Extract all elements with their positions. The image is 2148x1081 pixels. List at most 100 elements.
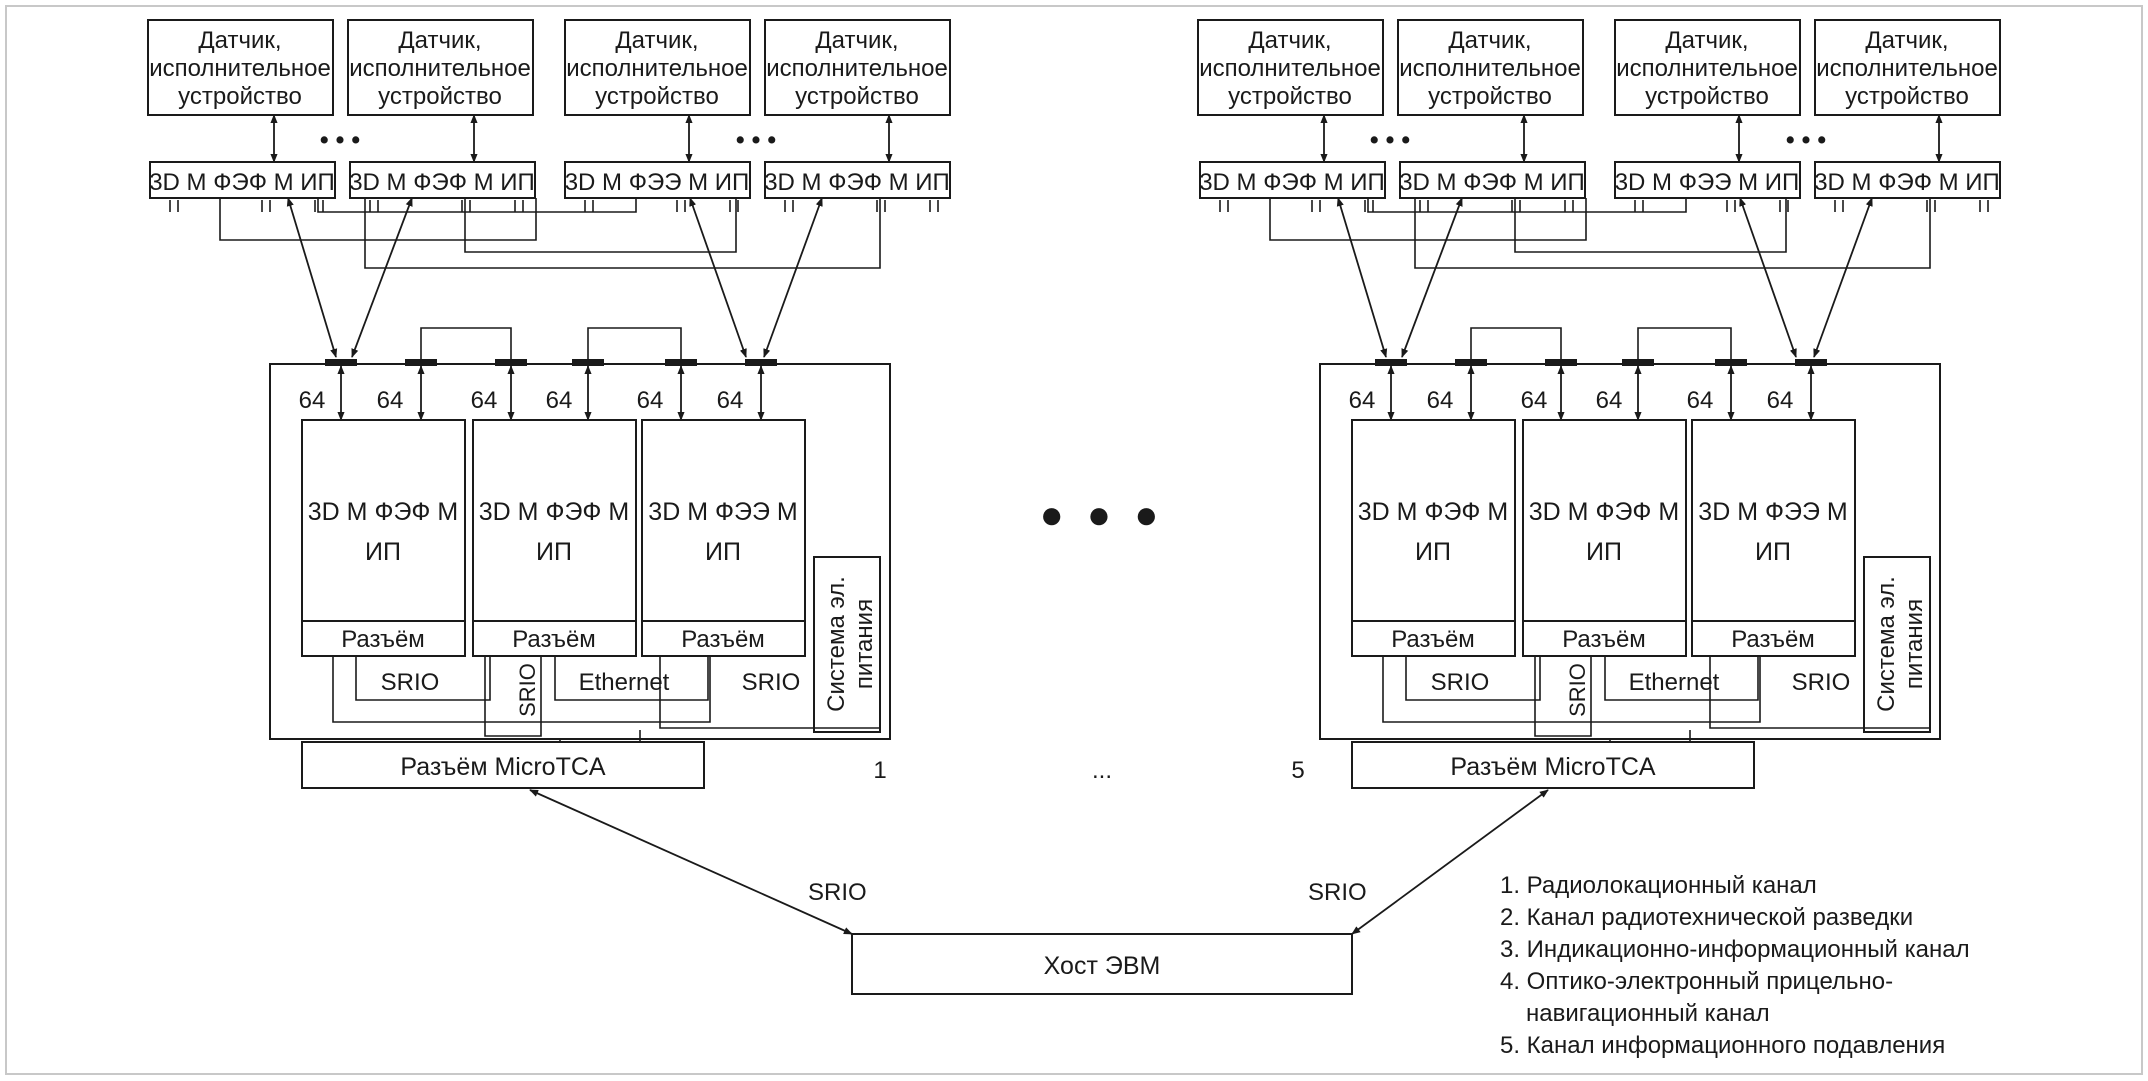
legend-item-5: 5. Канал информационного подавления (1500, 1032, 1945, 1059)
sensor-actuator-label: Датчик, (198, 27, 281, 54)
group-ellipsis: • • • (736, 126, 776, 154)
backplane-wire (1709, 656, 1930, 729)
module-chassis-link (286, 197, 338, 358)
chassis-5: Датчик,исполнительноеустройствоДатчик,ис… (1197, 19, 2001, 789)
legend-item-1: 1. Радиолокационный канал (1500, 872, 1817, 899)
bus-width-label: 64 (637, 387, 664, 414)
card-connector-label: Разъём (1731, 626, 1815, 653)
module-label: 3D М ФЭФ М ИП (1399, 169, 1585, 196)
sensor-actuator-box (1197, 19, 1384, 116)
sensor-actuator-label: устройство (178, 83, 302, 110)
processing-card-label: 3D М ФЭФ М (308, 498, 458, 526)
sensor-actuator-label: исполнительное (149, 55, 331, 82)
sensor-actuator-label: Датчик, (615, 27, 698, 54)
sensor-actuator-label: Датчик, (1865, 27, 1948, 54)
card-connector-label: Разъём (512, 626, 596, 653)
module-chassis-link (763, 197, 823, 358)
bus-width-label: 64 (717, 387, 744, 414)
connector-loopback (1470, 327, 1562, 359)
srio-link-internal (355, 656, 491, 701)
sensor-actuator-label: Датчик, (1448, 27, 1531, 54)
processing-card-label: 3D М ФЭЭ М (1698, 498, 1847, 526)
chassis-number: 5 (1291, 757, 1304, 784)
ethernet-link-internal (1604, 656, 1759, 701)
module-label: 3D М ФЭФ М ИП (1199, 169, 1385, 196)
diagram-frame (5, 5, 2143, 1075)
power-supply-label: Система эл. (1873, 576, 1900, 712)
backplane-wire (484, 656, 542, 737)
srio-internal-label: SRIO (1792, 669, 1851, 696)
sensor-actuator-label: исполнительное (1616, 55, 1798, 82)
module-label: 3D М ФЭЭ М ИП (1615, 169, 1800, 196)
bus-width-label: 64 (1427, 387, 1454, 414)
module-label: 3D М ФЭФ М ИП (349, 169, 535, 196)
processing-card (301, 419, 466, 657)
module-box (1199, 161, 1386, 199)
front-connector (1375, 359, 1407, 366)
processing-card-label: 3D М ФЭФ М (1358, 498, 1508, 526)
card-connector (1522, 620, 1687, 657)
module-chassis-link (1813, 197, 1873, 358)
backplane-wire (659, 656, 880, 729)
module-box (764, 161, 951, 199)
sensor-actuator-label: исполнительное (566, 55, 748, 82)
legend-item-3: 3. Индикационно-информационный канал (1500, 936, 1970, 963)
backplane-wire (332, 656, 711, 723)
module-chassis-link (689, 197, 747, 358)
srio-internal-label: SRIO (742, 669, 801, 696)
sensor-actuator-label: исполнительное (1816, 55, 1998, 82)
group-ellipsis: • • • (1370, 126, 1410, 154)
module-interconnect (1514, 198, 1787, 253)
module-box (564, 161, 751, 199)
power-supply-box (813, 556, 881, 733)
processing-card (472, 419, 637, 657)
sensor-actuator-label: исполнительное (766, 55, 948, 82)
front-connector (495, 359, 527, 366)
sensor-actuator-label: исполнительное (1399, 55, 1581, 82)
sensor-actuator-label: устройство (595, 83, 719, 110)
sensor-actuator-label: устройство (378, 83, 502, 110)
connector-loopback (420, 327, 512, 359)
card-connector (1351, 620, 1516, 657)
power-supply-label: питания (1901, 599, 1928, 689)
sensor-actuator-box (347, 19, 534, 116)
front-connector (325, 359, 357, 366)
processing-card-label: ИП (536, 538, 572, 566)
module-interconnect (1414, 198, 1931, 269)
front-connector (745, 359, 777, 366)
processing-card-label: ИП (1755, 538, 1791, 566)
processing-card-label: ИП (1586, 538, 1622, 566)
bus-width-label: 64 (1349, 387, 1376, 414)
bus-width-label: 64 (1687, 387, 1714, 414)
host-label: Хост ЭВМ (1044, 952, 1161, 980)
chassis-number-ellipsis: ... (1092, 757, 1112, 784)
module-label: 3D М ФЭФ М ИП (764, 169, 950, 196)
chassis-number: 1 (873, 757, 886, 784)
sensor-actuator-label: устройство (1845, 83, 1969, 110)
module-label: 3D М ФЭФ М ИП (149, 169, 335, 196)
legend-item-4: 4. Оптико-электронный прицельно- (1500, 968, 1893, 995)
group-ellipsis: • • • (1786, 126, 1826, 154)
module-box (1814, 161, 2001, 199)
sensor-actuator-box (1614, 19, 1801, 116)
bus-width-label: 64 (377, 387, 404, 414)
module-box (349, 161, 536, 199)
srio-internal-label: SRIO (1431, 669, 1490, 696)
front-connector (665, 359, 697, 366)
module-label: 3D М ФЭЭ М ИП (565, 169, 750, 196)
processing-card (1522, 419, 1687, 657)
ethernet-internal-label: Ethernet (579, 669, 670, 696)
sensor-actuator-label: Датчик, (1665, 27, 1748, 54)
microtca-connector (1351, 741, 1755, 789)
power-supply-label: питания (851, 599, 878, 689)
processing-card-label: 3D М ФЭФ М (479, 498, 629, 526)
connector-loopback (1637, 327, 1732, 359)
processing-card (641, 419, 806, 657)
card-connector (301, 620, 466, 657)
backplane-wire (1382, 656, 1761, 723)
sensor-actuator-box (147, 19, 334, 116)
module-chassis-link (351, 197, 413, 358)
module-chassis-link (1336, 197, 1388, 358)
power-supply-box (1863, 556, 1931, 733)
processing-card-label: ИП (705, 538, 741, 566)
